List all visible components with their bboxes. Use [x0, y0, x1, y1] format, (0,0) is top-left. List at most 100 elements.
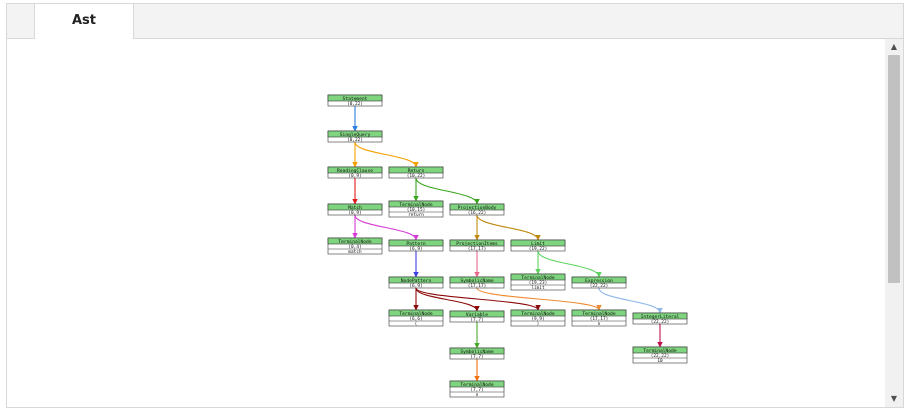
edge-n4-n7 [415, 177, 480, 205]
ast-node-label: TerminalNode [338, 239, 371, 245]
ast-node-range: (7,7) [470, 354, 483, 360]
edge-n13-n19 [476, 287, 602, 311]
ast-node-label: TerminalNode [521, 275, 554, 281]
ast-node-header [632, 346, 688, 354]
ast-node-header [449, 310, 505, 318]
ast-node[interactable]: TerminalNode(0,4)match [327, 237, 383, 255]
ast-node-label: ProjectionBody [458, 205, 497, 211]
ast-node-label: NodePattern [401, 278, 432, 284]
ast-node-header [449, 203, 505, 211]
scrollbar-thumb[interactable] [888, 55, 900, 283]
ast-node-label: Pattern [406, 241, 426, 247]
ast-node-label: ProjectionItems [456, 241, 498, 247]
ast-node-range: (10,22) [407, 173, 426, 179]
ast-node-range: (7,7) [470, 317, 483, 323]
ast-node-range: (17,17) [468, 246, 487, 252]
ast-node[interactable]: ReadingClause(0,9) [327, 166, 383, 179]
ast-node-range: (17,17) [468, 283, 487, 289]
ast-node-range: (22,22) [590, 283, 609, 289]
scroll-down-icon[interactable]: ▼ [890, 394, 898, 403]
edge-n2-n4 [354, 141, 419, 168]
ast-node[interactable]: NodePattern(6,9) [388, 276, 444, 289]
ast-node[interactable]: Limit(19,22) [510, 239, 566, 252]
ast-node[interactable]: ProjectionItems(17,17) [449, 239, 505, 252]
ast-node[interactable]: TerminalNode(7,7)n [449, 380, 505, 398]
ast-node-range: (0,22) [347, 101, 363, 107]
ast-node[interactable]: SymbolicName(7,7) [449, 347, 505, 360]
ast-panel: Ast Statement(0,22)SingleQuery(0,22)Read… [6, 3, 904, 408]
ast-node[interactable]: TerminalNode(17,17)n [571, 309, 627, 327]
ast-node-range: (6,9) [409, 283, 422, 289]
ast-node-header [449, 239, 505, 247]
ast-node[interactable]: TerminalNode(22,22)10 [632, 346, 688, 364]
edge-n11-n15 [537, 250, 602, 278]
ast-node-range: (16,22) [468, 210, 487, 216]
tab-ast[interactable]: Ast [34, 4, 134, 39]
edge-n5-n9 [354, 214, 419, 241]
ast-node-header [388, 276, 444, 284]
ast-node-label: Expression [585, 278, 613, 284]
ast-node[interactable]: Match(0,9) [327, 203, 383, 216]
ast-node-text: 10 [657, 358, 663, 364]
ast-node-label: TerminalNode [582, 311, 615, 317]
ast-node-header [327, 130, 383, 138]
ast-node-header [632, 312, 688, 320]
ast-graph-viewport[interactable]: Statement(0,22)SingleQuery(0,22)ReadingC… [7, 39, 903, 407]
ast-node-label: SingleQuery [340, 132, 371, 138]
ast-graph: Statement(0,22)SingleQuery(0,22)ReadingC… [327, 94, 688, 398]
ast-node[interactable]: TerminalNode(19,23)limit [510, 273, 566, 291]
edge-n15-n20 [598, 287, 663, 314]
ast-node[interactable]: SingleQuery(0,22) [327, 130, 383, 143]
ast-node-label: IntegerLiteral [641, 314, 680, 320]
ast-node-range: (19,22) [529, 246, 548, 252]
ast-node-label: Limit [531, 241, 545, 247]
ast-node-range: (22,22) [651, 353, 670, 359]
ast-node-label: Match [348, 205, 362, 211]
ast-node-range: (9,9) [531, 316, 544, 322]
ast-node[interactable]: TerminalNode(6,6)( [388, 309, 444, 327]
ast-node-header [571, 309, 627, 317]
ast-node-range: (19,23) [529, 280, 548, 286]
ast-node-text: n [598, 322, 601, 327]
ast-node-header [327, 166, 383, 174]
ast-node[interactable]: Pattern(6,9) [388, 239, 444, 252]
ast-node-label: Variable [466, 312, 488, 318]
ast-node-header [327, 203, 383, 211]
ast-node-label: SymbolicName [460, 349, 493, 355]
ast-node-range: (0,9) [348, 210, 361, 216]
ast-node-label: SymbolicName [460, 278, 493, 284]
ast-node[interactable]: TerminalNode(10,15)return [388, 200, 444, 218]
ast-node[interactable]: TerminalNode(9,9)) [510, 309, 566, 327]
edge-n12-n18 [415, 287, 541, 311]
ast-node-header [449, 347, 505, 355]
ast-node[interactable]: ProjectionBody(16,22) [449, 203, 505, 216]
ast-node-label: TerminalNode [399, 311, 432, 317]
ast-node[interactable]: SymbolicName(17,17) [449, 276, 505, 289]
ast-node-header [449, 380, 505, 388]
ast-node-label: TerminalNode [460, 382, 493, 388]
ast-node-header [388, 239, 444, 247]
edge-n7-n11 [476, 214, 541, 241]
ast-node-text: ) [537, 321, 540, 327]
ast-node-header [388, 309, 444, 317]
ast-node-range: (0,9) [348, 173, 361, 179]
ast-node-text: limit [531, 285, 545, 291]
ast-node-range: (7,7) [470, 387, 483, 393]
ast-node[interactable]: Return(10,22) [388, 166, 444, 179]
ast-node[interactable]: Expression(22,22) [571, 276, 627, 289]
ast-node-header [327, 94, 383, 102]
ast-node-header [510, 273, 566, 281]
ast-node-label: Return [408, 168, 425, 174]
ast-node-label: TerminalNode [399, 202, 432, 208]
ast-node-range: (0,22) [347, 137, 363, 143]
ast-node[interactable]: Statement(0,22) [327, 94, 383, 107]
ast-node[interactable]: Variable(7,7) [449, 310, 505, 323]
ast-node[interactable]: IntegerLiteral(22,22) [632, 312, 688, 325]
ast-node-header [388, 200, 444, 208]
ast-node-range: (17,17) [590, 316, 609, 322]
scroll-up-icon[interactable]: ▲ [890, 42, 898, 51]
ast-node-header [571, 276, 627, 284]
vertical-scrollbar[interactable]: ▲ ▼ [885, 39, 903, 407]
ast-node-label: TerminalNode [521, 311, 554, 317]
ast-node-header [510, 309, 566, 317]
